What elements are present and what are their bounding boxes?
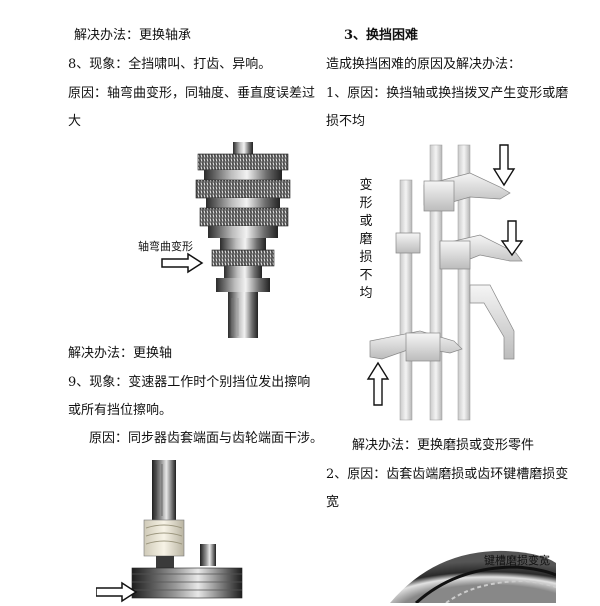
solution-bearing: 解决办法：更换轴承 — [74, 28, 192, 43]
solution-shaft: 解决办法：更换轴 — [68, 346, 173, 361]
fig3-caption: 键槽磨损变宽 — [484, 554, 550, 567]
bent-shaft-figure — [195, 142, 291, 338]
shift-fork-figure — [366, 144, 524, 421]
solution-parts: 解决办法：更换磨损或变形零件 — [352, 438, 535, 453]
fig2-vertical-caption: 变形或磨损不均 — [359, 178, 373, 301]
item8-cause-line2: 大 — [68, 114, 82, 129]
item9-cause: 原因：同步器齿套端面与齿轮端面干涉。 — [89, 431, 324, 446]
synchronizer-ring-figure — [390, 550, 556, 603]
item9-phenomenon-line1: 9、现象：变速器工作时个别挡位发出擦响 — [68, 375, 311, 390]
item9-phenomenon-line2: 或所有挡位擦响。 — [68, 403, 173, 418]
item8-phenomenon: 8、现象：全挡啸叫、打齿、异响。 — [68, 57, 272, 72]
section-title: 3、换挡困难 — [344, 28, 419, 43]
arrow-right-icon — [161, 252, 204, 274]
cause1-line2: 损不均 — [326, 114, 366, 129]
item8-cause-line1: 原因：轴弯曲变形，同轴度、垂直度误差过 — [68, 86, 316, 101]
cause2-line1: 2、原因：齿套齿端磨损或齿环键槽磨损变 — [326, 467, 569, 482]
cause1-line1: 1、原因：换挡轴或换挡拨叉产生变形或磨 — [326, 86, 569, 101]
fig1-caption: 轴弯曲变形 — [138, 240, 193, 253]
cause2-line2: 宽 — [326, 495, 340, 510]
synchronizer-figure — [96, 460, 243, 603]
intro-text: 造成换挡困难的原因及解决办法： — [326, 57, 522, 72]
